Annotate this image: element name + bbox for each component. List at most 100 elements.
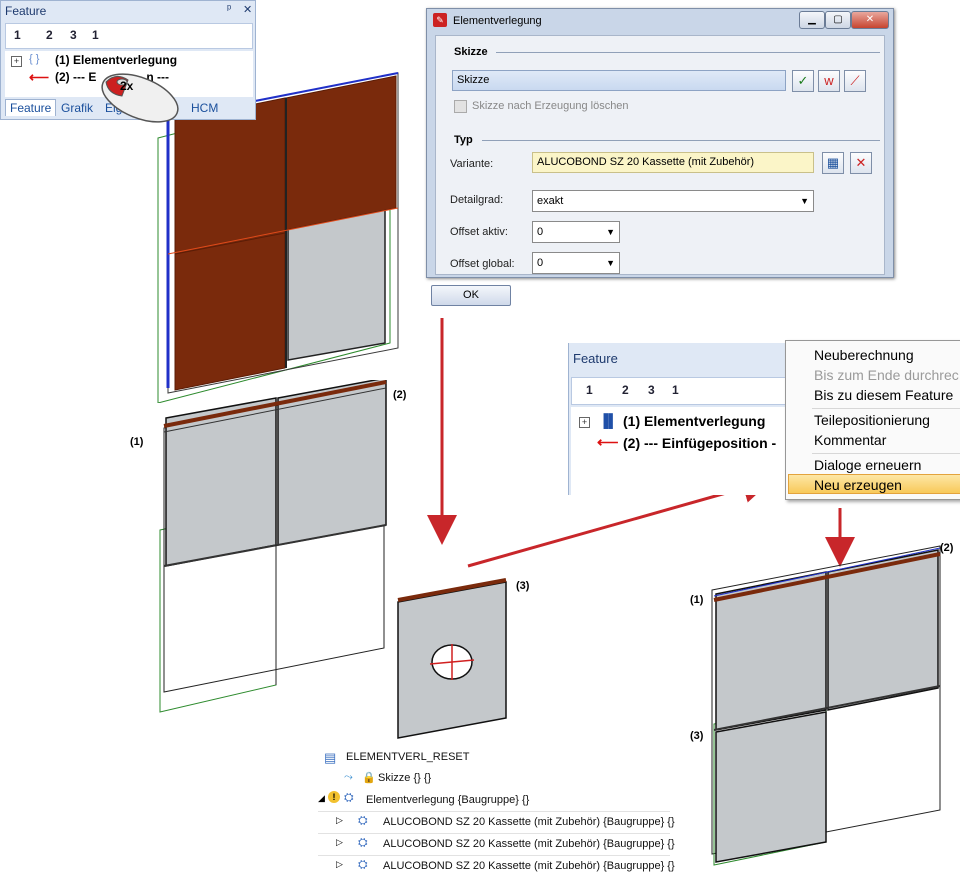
sort-descending-icon[interactable]: 1 <box>672 383 679 397</box>
menu-item-neuberechnung[interactable]: Neuberechnung <box>814 347 914 363</box>
checkbox-delete-sketch[interactable] <box>454 100 467 113</box>
assembly-part-icon: ⛭ <box>358 835 368 849</box>
expand-arrow-icon[interactable]: ▷ <box>336 859 343 869</box>
offset-global-value: 0 <box>537 257 544 269</box>
sort-descending-icon[interactable]: 1 <box>92 28 99 42</box>
model-view-top <box>157 72 399 403</box>
menu-item-neu-erzeugen[interactable]: Neu erzeugen <box>814 477 902 493</box>
tab-hcm[interactable]: HCM <box>191 101 219 115</box>
expand-arrow-icon[interactable]: ▷ <box>336 837 343 847</box>
caption-3-right: (3) <box>690 730 704 742</box>
tab-feature[interactable]: Feature <box>5 99 57 116</box>
detailgrad-value: exakt <box>537 195 564 207</box>
menu-highlight <box>788 474 960 494</box>
level-2-icon[interactable]: 2 <box>622 383 629 397</box>
level-2-icon[interactable]: 2 <box>46 28 53 42</box>
expand-icon[interactable]: + <box>11 56 22 67</box>
tree-divider <box>318 811 670 812</box>
group-divider <box>496 52 880 53</box>
caption-1-left: (1) <box>130 436 144 448</box>
detailgrad-label: Detailgrad: <box>450 194 504 206</box>
menu-item-bis-zu-diesem-feature[interactable]: Bis zu diesem Feature <box>814 387 954 403</box>
skizze-field[interactable]: Skizze <box>452 70 786 91</box>
tree-item-elementverlegung[interactable]: (1) Elementverlegung <box>623 413 766 429</box>
insert-position-arrow-icon: ⟵ <box>29 69 50 85</box>
feature-tree-2: + ▐▌ (1) Elementverlegung ⟵ (2) --- Einf… <box>571 407 787 495</box>
assembly-part-icon: ⛭ <box>358 857 368 871</box>
level-3-icon[interactable]: 3 <box>70 28 77 42</box>
structure-tree: ▤ ELEMENTVERL_RESET ⤳ 🔒 Skizze {} {} ◢ !… <box>318 745 675 877</box>
tree-root-label[interactable]: ELEMENTVERL_RESET <box>346 751 470 763</box>
pin-icon[interactable]: ᵖ <box>227 3 232 15</box>
element-layout-icon: ▐▌ <box>599 413 618 428</box>
ok-button[interactable]: OK <box>431 285 511 306</box>
elementverlegung-dialog: ✎ Elementverlegung ▁ ▢ ✕ Skizze Skizze ✓… <box>426 8 894 278</box>
minimize-button[interactable]: ▁ <box>799 11 825 29</box>
warning-icon: ! <box>328 791 340 803</box>
variante-field[interactable]: ALUCOBOND SZ 20 Kassette (mit Zubehör) <box>532 152 814 173</box>
model-view-single-panel <box>397 578 507 739</box>
expand-arrow-icon[interactable]: ▷ <box>336 815 343 825</box>
feature-panel-2-title: Feature <box>573 351 618 366</box>
offset-aktiv-value: 0 <box>537 226 544 238</box>
edit-sketch-icon[interactable]: ᴡ <box>818 70 840 92</box>
context-menu: Neuberechnung Bis zum Ende durchrec Bis … <box>785 340 960 500</box>
tab-grafik[interactable]: Grafik <box>61 101 94 115</box>
tree-item-elementverlegung[interactable]: Elementverlegung {Baugruppe} {} <box>366 794 530 806</box>
sort-ascending-icon[interactable]: 1 <box>586 383 593 397</box>
offset-global-label: Offset global: <box>450 258 515 270</box>
chevron-down-icon: ▼ <box>606 258 615 268</box>
mouse-double-click-icon: 2x <box>92 68 184 128</box>
assembly-group-icon: ⛭ <box>344 790 354 804</box>
menu-item-kommentar[interactable]: Kommentar <box>814 432 887 448</box>
insert-position-arrow-icon: ⟵ <box>597 434 619 451</box>
group-typ: Typ <box>454 134 473 146</box>
draw-sketch-icon[interactable]: ⟋ <box>844 70 866 92</box>
offset-aktiv-select[interactable]: 0▼ <box>532 221 620 243</box>
menu-separator <box>812 453 960 454</box>
sketch-icon: ⤳ <box>344 771 353 783</box>
tree-item-skizze[interactable]: Skizze {} {} <box>378 772 432 784</box>
tree-item-kassette-1[interactable]: ALUCOBOND SZ 20 Kassette (mit Zubehör) {… <box>383 816 675 828</box>
level-3-icon[interactable]: 3 <box>648 383 655 397</box>
feature-panel-2: Feature 1 2 3 1 + ▐▌ (1) Elementverlegun… <box>568 343 794 495</box>
app-logo-icon: ✎ <box>433 13 447 27</box>
tree-item-kassette-3[interactable]: ALUCOBOND SZ 20 Kassette (mit Zubehör) {… <box>383 860 675 872</box>
maximize-button[interactable]: ▢ <box>825 11 851 29</box>
dialog-title: Elementverlegung <box>453 15 542 27</box>
assembly-icon: ▤ <box>324 750 337 765</box>
model-view-right <box>711 545 941 866</box>
menu-item-teilepositionierung[interactable]: Teilepositionierung <box>814 412 930 428</box>
sort-ascending-icon[interactable]: 1 <box>14 28 21 42</box>
close-icon[interactable]: ✕ <box>243 4 253 16</box>
tree-divider <box>318 833 670 834</box>
chevron-down-icon: ▼ <box>800 196 809 206</box>
offset-global-select[interactable]: 0▼ <box>532 252 620 274</box>
close-button[interactable]: ✕ <box>851 11 889 29</box>
select-sketch-icon[interactable]: ✓ <box>792 70 814 92</box>
expand-icon[interactable]: + <box>579 417 590 428</box>
feature-toolbar-2: 1 2 3 1 <box>571 377 787 405</box>
group-divider <box>482 140 880 141</box>
tree-item-einfuegeposition[interactable]: (2) --- Einfügeposition - <box>623 435 777 451</box>
model-view-middle <box>159 380 387 713</box>
assembly-part-icon: ⛭ <box>358 813 368 827</box>
menu-item-dialoge-erneuern[interactable]: Dialoge erneuern <box>814 457 922 473</box>
chevron-down-icon: ▼ <box>606 227 615 237</box>
tree-item-elementverlegung[interactable]: (1) Elementverlegung <box>55 53 178 67</box>
checkbox-label: Skizze nach Erzeugung löschen <box>472 100 629 112</box>
detailgrad-select[interactable]: exakt ▼ <box>532 190 814 212</box>
caption-2-left: (2) <box>393 389 407 401</box>
element-layout-icon: { } <box>29 53 40 65</box>
collapse-icon[interactable]: ◢ <box>318 793 325 803</box>
menu-separator <box>812 408 960 409</box>
clear-icon[interactable]: ✕ <box>850 152 872 174</box>
caption-3-middle: (3) <box>516 580 530 592</box>
lock-icon: 🔒 <box>362 772 376 784</box>
catalog-icon[interactable]: ▦ <box>822 152 844 174</box>
tree-item-kassette-2[interactable]: ALUCOBOND SZ 20 Kassette (mit Zubehör) {… <box>383 838 675 850</box>
feature-toolbar: 1 2 3 1 <box>5 23 253 49</box>
menu-item-bis-zum-ende[interactable]: Bis zum Ende durchrec <box>814 367 959 383</box>
